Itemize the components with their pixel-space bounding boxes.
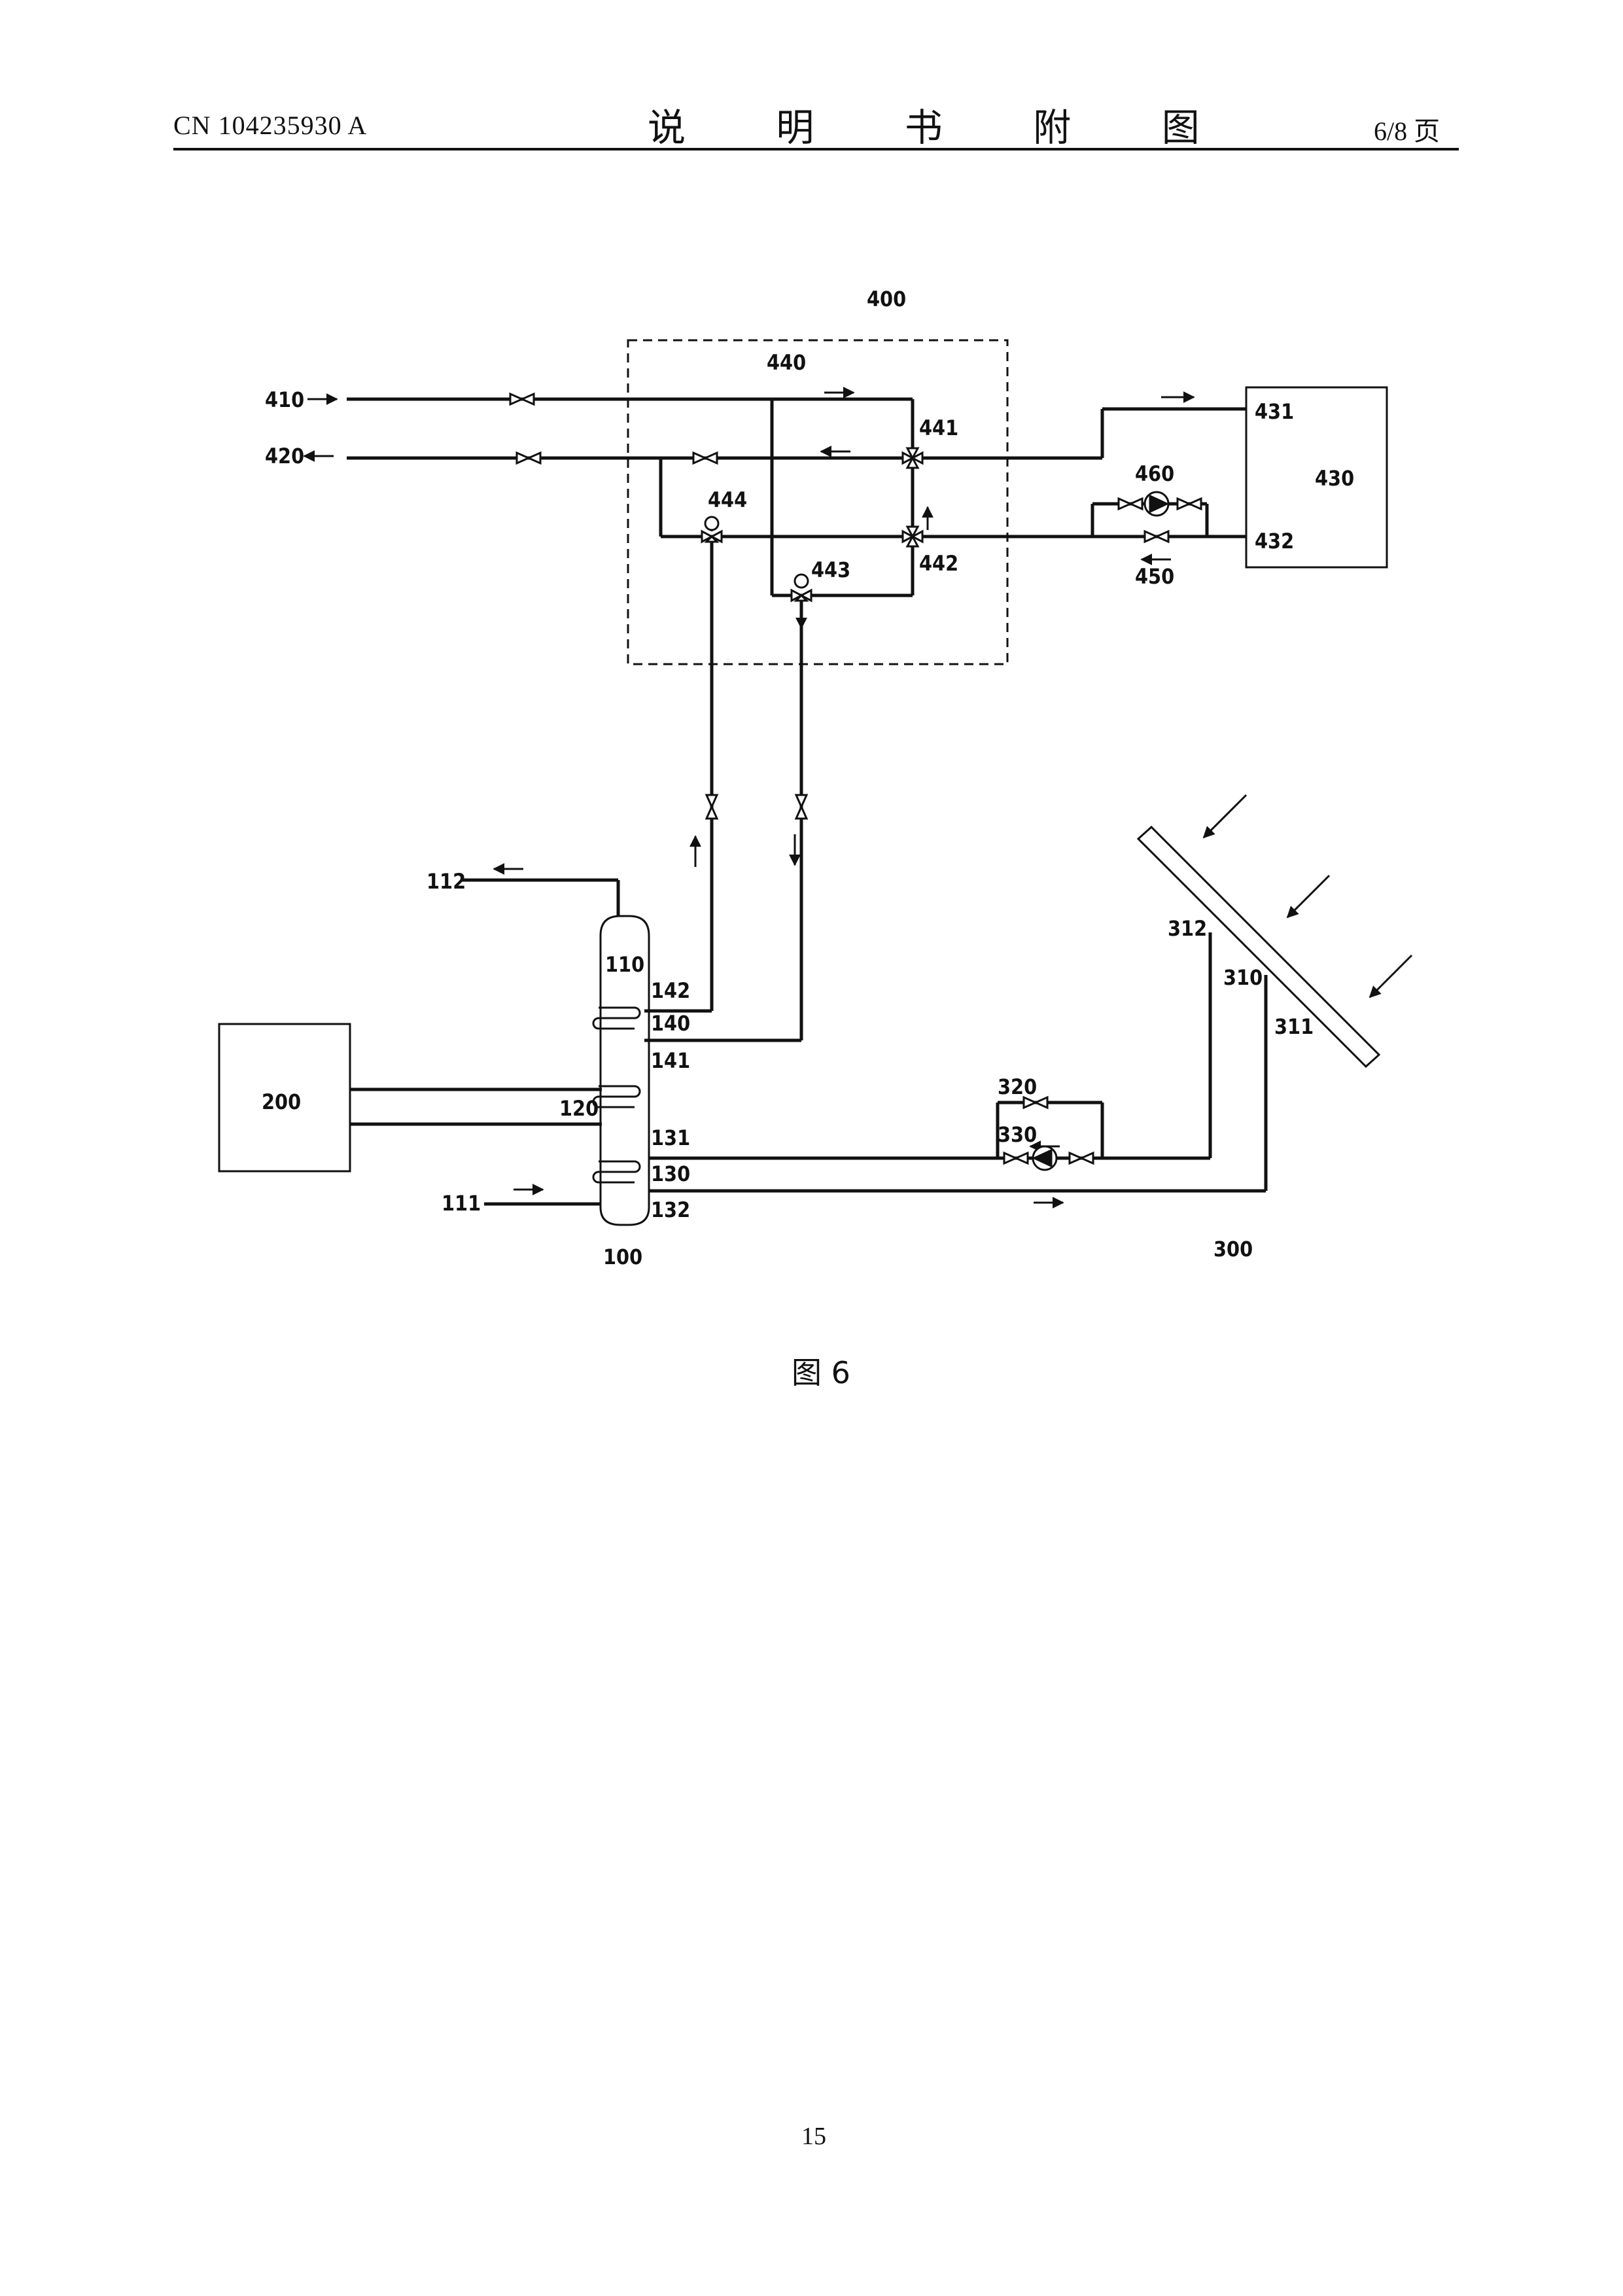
label-410: 410 — [265, 387, 304, 412]
label-460: 460 — [1135, 461, 1174, 486]
heat-source-200-box — [218, 1023, 351, 1173]
label-141: 141 — [651, 1048, 690, 1073]
label-442: 442 — [919, 551, 958, 576]
page-counter: 6/8 页 — [1374, 116, 1440, 146]
label-430: 430 — [1315, 466, 1354, 491]
label-311: 311 — [1274, 1014, 1314, 1039]
storage-tank-100 — [599, 915, 650, 1226]
label-444: 444 — [708, 487, 747, 512]
load-430-box — [1245, 386, 1388, 569]
label-440: 440 — [767, 350, 806, 375]
label-120: 120 — [559, 1096, 599, 1121]
page-header-title: 说 明 书 附 图 — [648, 105, 1239, 150]
label-432: 432 — [1255, 529, 1294, 554]
label-112: 112 — [427, 869, 466, 894]
label-431: 431 — [1255, 399, 1294, 424]
header-rule — [173, 148, 1459, 150]
page-number: 15 — [801, 2123, 826, 2150]
label-400: 400 — [867, 287, 906, 311]
label-441: 441 — [919, 415, 958, 440]
label-443: 443 — [811, 557, 850, 582]
label-132: 132 — [651, 1197, 690, 1222]
patent-number: CN 104235930 A — [173, 111, 368, 140]
label-312: 312 — [1168, 916, 1207, 941]
label-131: 131 — [651, 1125, 690, 1150]
label-130: 130 — [651, 1161, 690, 1186]
label-110: 110 — [605, 952, 644, 977]
solar-collector — [1136, 825, 1381, 1069]
label-420: 420 — [265, 444, 304, 468]
label-100: 100 — [603, 1245, 642, 1269]
label-320: 320 — [998, 1074, 1037, 1099]
figure-caption: 图 6 — [792, 1355, 850, 1390]
label-140: 140 — [651, 1011, 690, 1036]
label-330: 330 — [998, 1122, 1037, 1147]
label-200: 200 — [262, 1089, 301, 1114]
control-unit-box — [627, 339, 1009, 665]
label-450: 450 — [1135, 564, 1174, 589]
label-310: 310 — [1223, 965, 1263, 990]
label-111: 111 — [442, 1191, 481, 1216]
label-300: 300 — [1213, 1237, 1253, 1262]
label-142: 142 — [651, 978, 690, 1003]
